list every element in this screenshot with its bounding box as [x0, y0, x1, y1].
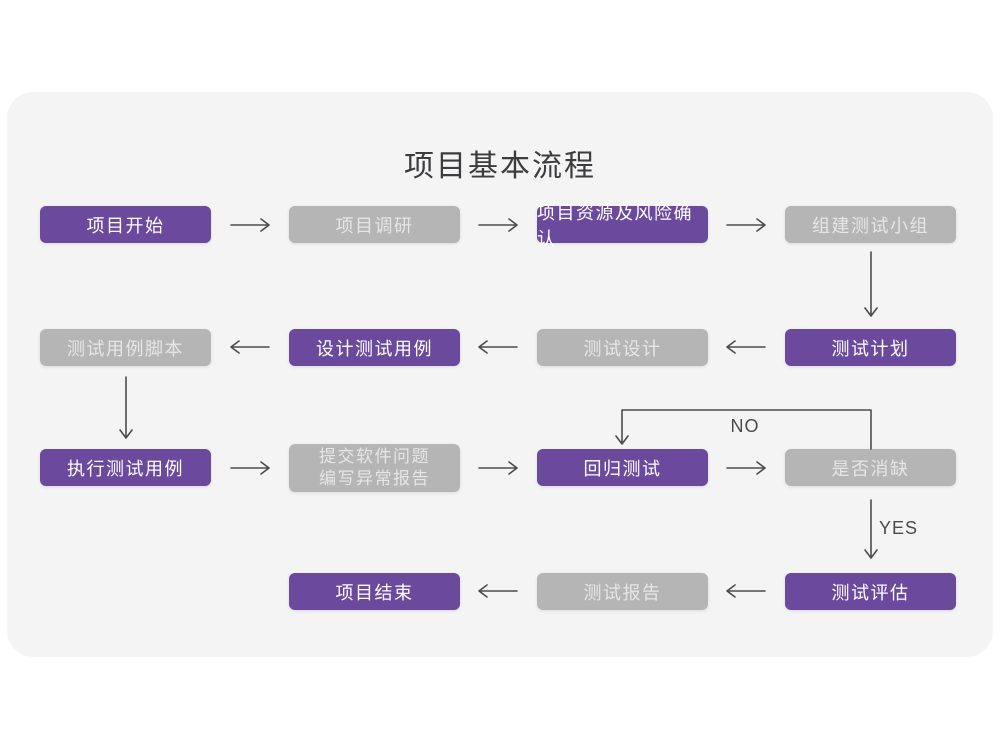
- flow-node-project-research: 项目调研: [289, 206, 460, 243]
- flow-node-submit-issue-report: 提交软件问题 编写异常报告: [289, 444, 460, 492]
- edge-label-yes: YES: [879, 518, 919, 538]
- flow-node-defect-resolved: 是否消缺: [785, 449, 956, 486]
- flowchart-card: [7, 92, 993, 657]
- flow-node-label: 是否消缺: [831, 458, 910, 479]
- page-title: 项目基本流程: [404, 150, 596, 183]
- edge-label-no: NO: [730, 416, 760, 436]
- flow-node-project-start: 项目开始: [40, 206, 211, 243]
- flow-node-label: 测试报告: [583, 582, 662, 603]
- flow-node-label: 项目调研: [335, 215, 414, 236]
- flow-node-design-test-case: 设计测试用例: [289, 329, 460, 366]
- flow-node-test-case-script: 测试用例脚本: [40, 329, 211, 366]
- flow-node-label-line-2: 编写异常报告: [319, 469, 430, 488]
- flow-node-label: 项目开始: [86, 215, 165, 236]
- flow-node-label: 项目资源及风险确认: [537, 202, 693, 249]
- flow-node-execute-test-case: 执行测试用例: [40, 449, 211, 486]
- flow-node-label: 测试用例脚本: [67, 338, 184, 359]
- flow-node-resource-risk-confirm: 项目资源及风险确认: [537, 203, 708, 249]
- flow-node-form-test-team: 组建测试小组: [785, 206, 956, 243]
- flow-node-label: 项目结束: [335, 582, 414, 603]
- flow-node-label: 回归测试: [583, 458, 662, 479]
- flow-node-label: 设计测试用例: [316, 338, 433, 359]
- flow-node-test-design: 测试设计: [537, 329, 708, 366]
- flow-node-label: 测试设计: [583, 338, 662, 359]
- flow-node-test-plan: 测试计划: [785, 329, 956, 366]
- flow-node-project-end: 项目结束: [289, 573, 460, 610]
- flow-node-label: 组建测试小组: [812, 215, 929, 236]
- flow-node-label: 执行测试用例: [67, 458, 184, 479]
- flow-node-label: 测试评估: [831, 582, 910, 603]
- flow-node-label: 测试计划: [831, 338, 910, 359]
- flow-node-label-line-1: 提交软件问题: [319, 447, 430, 466]
- flow-node-test-report: 测试报告: [537, 573, 708, 610]
- flow-node-test-evaluation: 测试评估: [785, 573, 956, 610]
- flow-node-regression-test: 回归测试: [537, 449, 708, 486]
